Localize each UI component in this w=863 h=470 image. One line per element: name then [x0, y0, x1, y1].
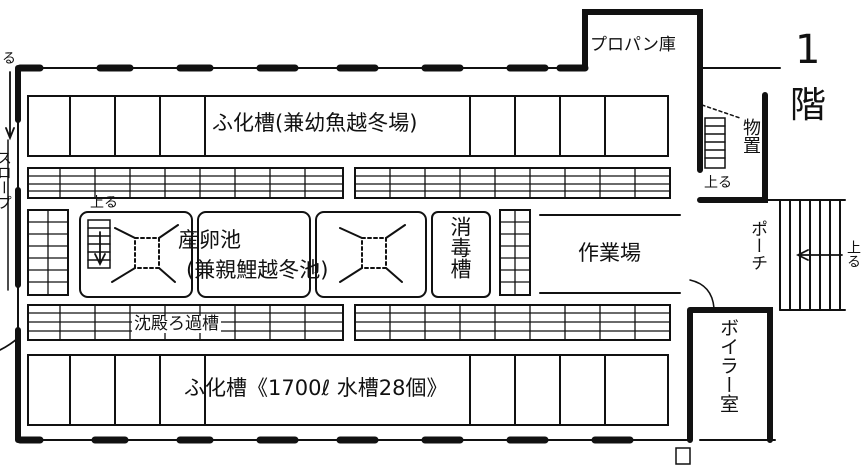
porch-label: ポーチ [747, 220, 767, 271]
vent-box [675, 447, 691, 465]
hatchery-top-label: ふ化槽(兼幼魚越冬場) [212, 111, 418, 135]
propane-label: プロパン庫 [590, 35, 676, 55]
side-strips [27, 209, 531, 296]
boiler-room-wall [687, 307, 773, 443]
pond-stair [87, 219, 111, 269]
hatchery-bottom-grid [27, 354, 669, 426]
porch-steps [789, 199, 841, 311]
hatchery-top-grid [27, 95, 669, 157]
spawning-pond-label-2: (兼親鯉越冬池) [186, 258, 329, 282]
up-left-edge-label: る [2, 51, 16, 67]
disinfection-tank-outline [431, 211, 491, 298]
filter-strip-top [27, 167, 671, 199]
spawning-pond-label-1: 産卵池 [178, 228, 241, 252]
up-stair-pond-label: 上る [90, 195, 118, 211]
workshop-label: 作業場 [578, 241, 641, 265]
hatchery-bottom-label: ふ化槽《1700ℓ 水槽28個》 [184, 376, 448, 400]
filter-strip-bottom [27, 304, 671, 341]
floor-suffix: 階 [790, 85, 827, 126]
disinfection-tank-label: 消毒槽 [448, 216, 472, 279]
settling-tank-label: 沈殿ろ過槽 [132, 314, 221, 334]
slope-label: スロープ [0, 150, 13, 210]
storage-label: 物置 [740, 118, 761, 154]
up-stair-storage-label: 上る [704, 175, 732, 191]
arrows [0, 71, 843, 351]
spawning-pond [79, 211, 427, 298]
storage-stair [701, 104, 741, 169]
door-swing [689, 279, 715, 309]
propane-room-wall [582, 9, 703, 71]
up-porch-label: 上る [845, 240, 861, 268]
workshop-lines [539, 214, 681, 294]
floor-number: 1 [795, 27, 821, 73]
boiler-label: ボイラー室 [717, 318, 739, 413]
outer-wall [17, 67, 781, 441]
